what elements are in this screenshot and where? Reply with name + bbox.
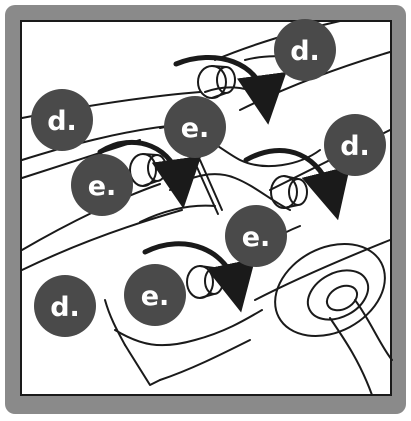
label-e-lower: e. bbox=[124, 264, 186, 326]
label-d-top-text: d. bbox=[290, 36, 320, 67]
label-d-bottom-text: d. bbox=[50, 292, 80, 323]
label-d-left: d. bbox=[31, 89, 93, 151]
label-e-left-text: e. bbox=[88, 171, 117, 202]
label-e-upper-text: e. bbox=[181, 113, 210, 144]
label-e-center: e. bbox=[225, 205, 287, 267]
label-e-center-text: e. bbox=[242, 222, 271, 253]
label-e-left: e. bbox=[71, 154, 133, 216]
label-e-upper: e. bbox=[164, 96, 226, 158]
label-e-lower-text: e. bbox=[141, 281, 170, 312]
label-d-right-text: d. bbox=[340, 131, 370, 162]
inner-panel bbox=[21, 21, 391, 395]
label-d-left-text: d. bbox=[47, 106, 77, 137]
label-d-top: d. bbox=[274, 19, 336, 81]
label-d-right: d. bbox=[324, 114, 386, 176]
label-d-bottom: d. bbox=[34, 275, 96, 337]
